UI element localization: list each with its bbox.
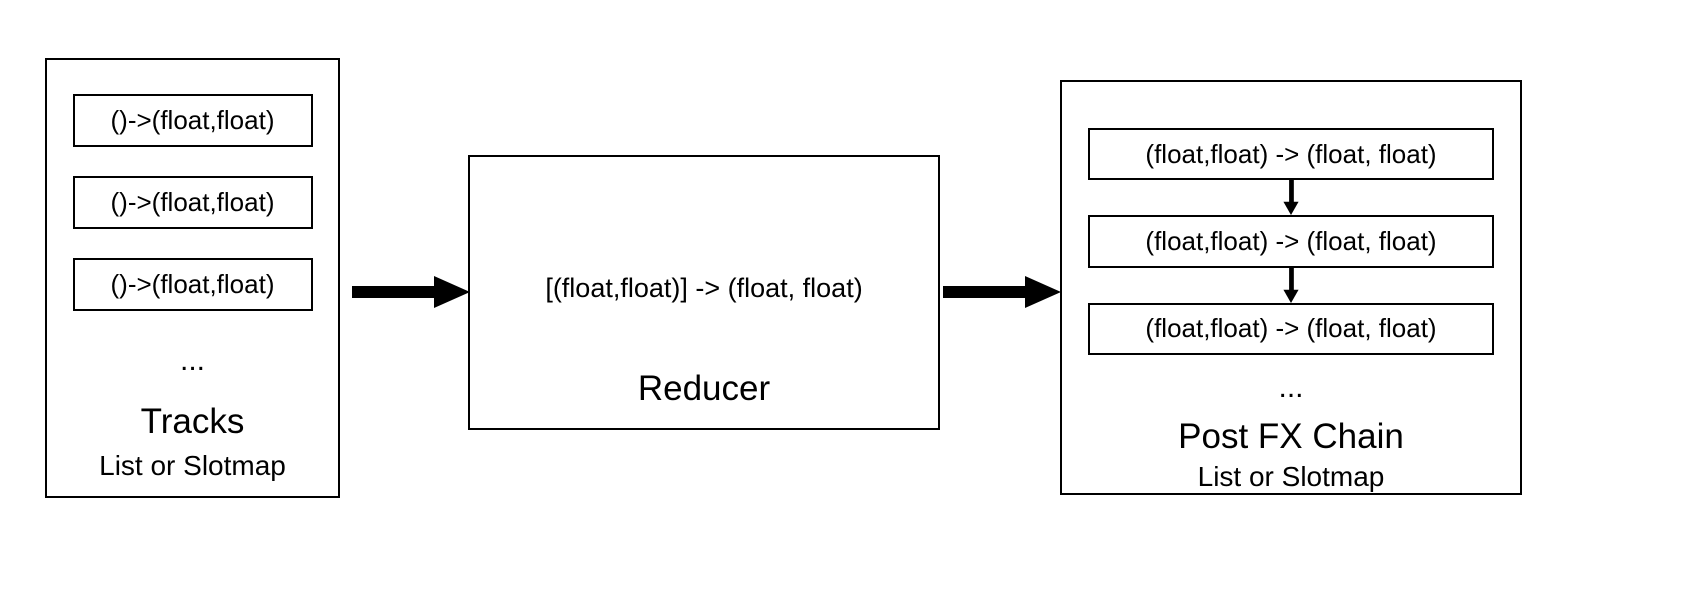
tracks-ellipsis: ... (179, 344, 205, 377)
postfx-slot-label: (float,float) -> (float, float) (1145, 313, 1437, 344)
postfx-subtitle: List or Slotmap (1197, 460, 1385, 492)
reducer-signature: [(float,float)] -> (float, float) (545, 273, 863, 303)
postfx-slot: (float,float) -> (float, float) (1088, 128, 1494, 181)
postfx-slot: (float,float) -> (float, float) (1088, 215, 1494, 268)
track-slot-label: ()->(float,float) (110, 187, 275, 217)
track-slot-label: ()->(float,float) (110, 105, 275, 135)
track-slot-label: ()->(float,float) (110, 269, 275, 299)
track-slot: ()->(float,float) (72, 94, 313, 147)
tracks-title: Tracks (140, 402, 245, 441)
postfx-slot-label: (float,float) -> (float, float) (1145, 225, 1437, 256)
postfx-slot: (float,float) -> (float, float) (1088, 302, 1494, 355)
track-slot: ()->(float,float) (72, 176, 313, 229)
arrow-fx1-to-fx2-icon (1283, 180, 1299, 216)
postfx-slot-label: (float,float) -> (float, float) (1145, 138, 1437, 169)
tracks-subtitle: List or Slotmap (99, 450, 286, 481)
arrow-tracks-to-reducer-icon (352, 276, 470, 308)
postfx-ellipsis: ... (1278, 370, 1304, 404)
tracks-container: ()->(float,float) ()->(float,float) ()->… (45, 58, 340, 498)
reducer-title: Reducer (637, 369, 771, 408)
postfx-title: Post FX Chain (1178, 416, 1404, 456)
arrow-reducer-to-postfx-icon (943, 276, 1061, 308)
track-slot: ()->(float,float) (72, 258, 313, 311)
arrow-fx2-to-fx3-icon (1283, 267, 1299, 303)
reducer-container: [(float,float)] -> (float, float) Reduce… (468, 155, 940, 430)
postfx-container: (float,float) -> (float, float) (float,f… (1060, 80, 1522, 495)
